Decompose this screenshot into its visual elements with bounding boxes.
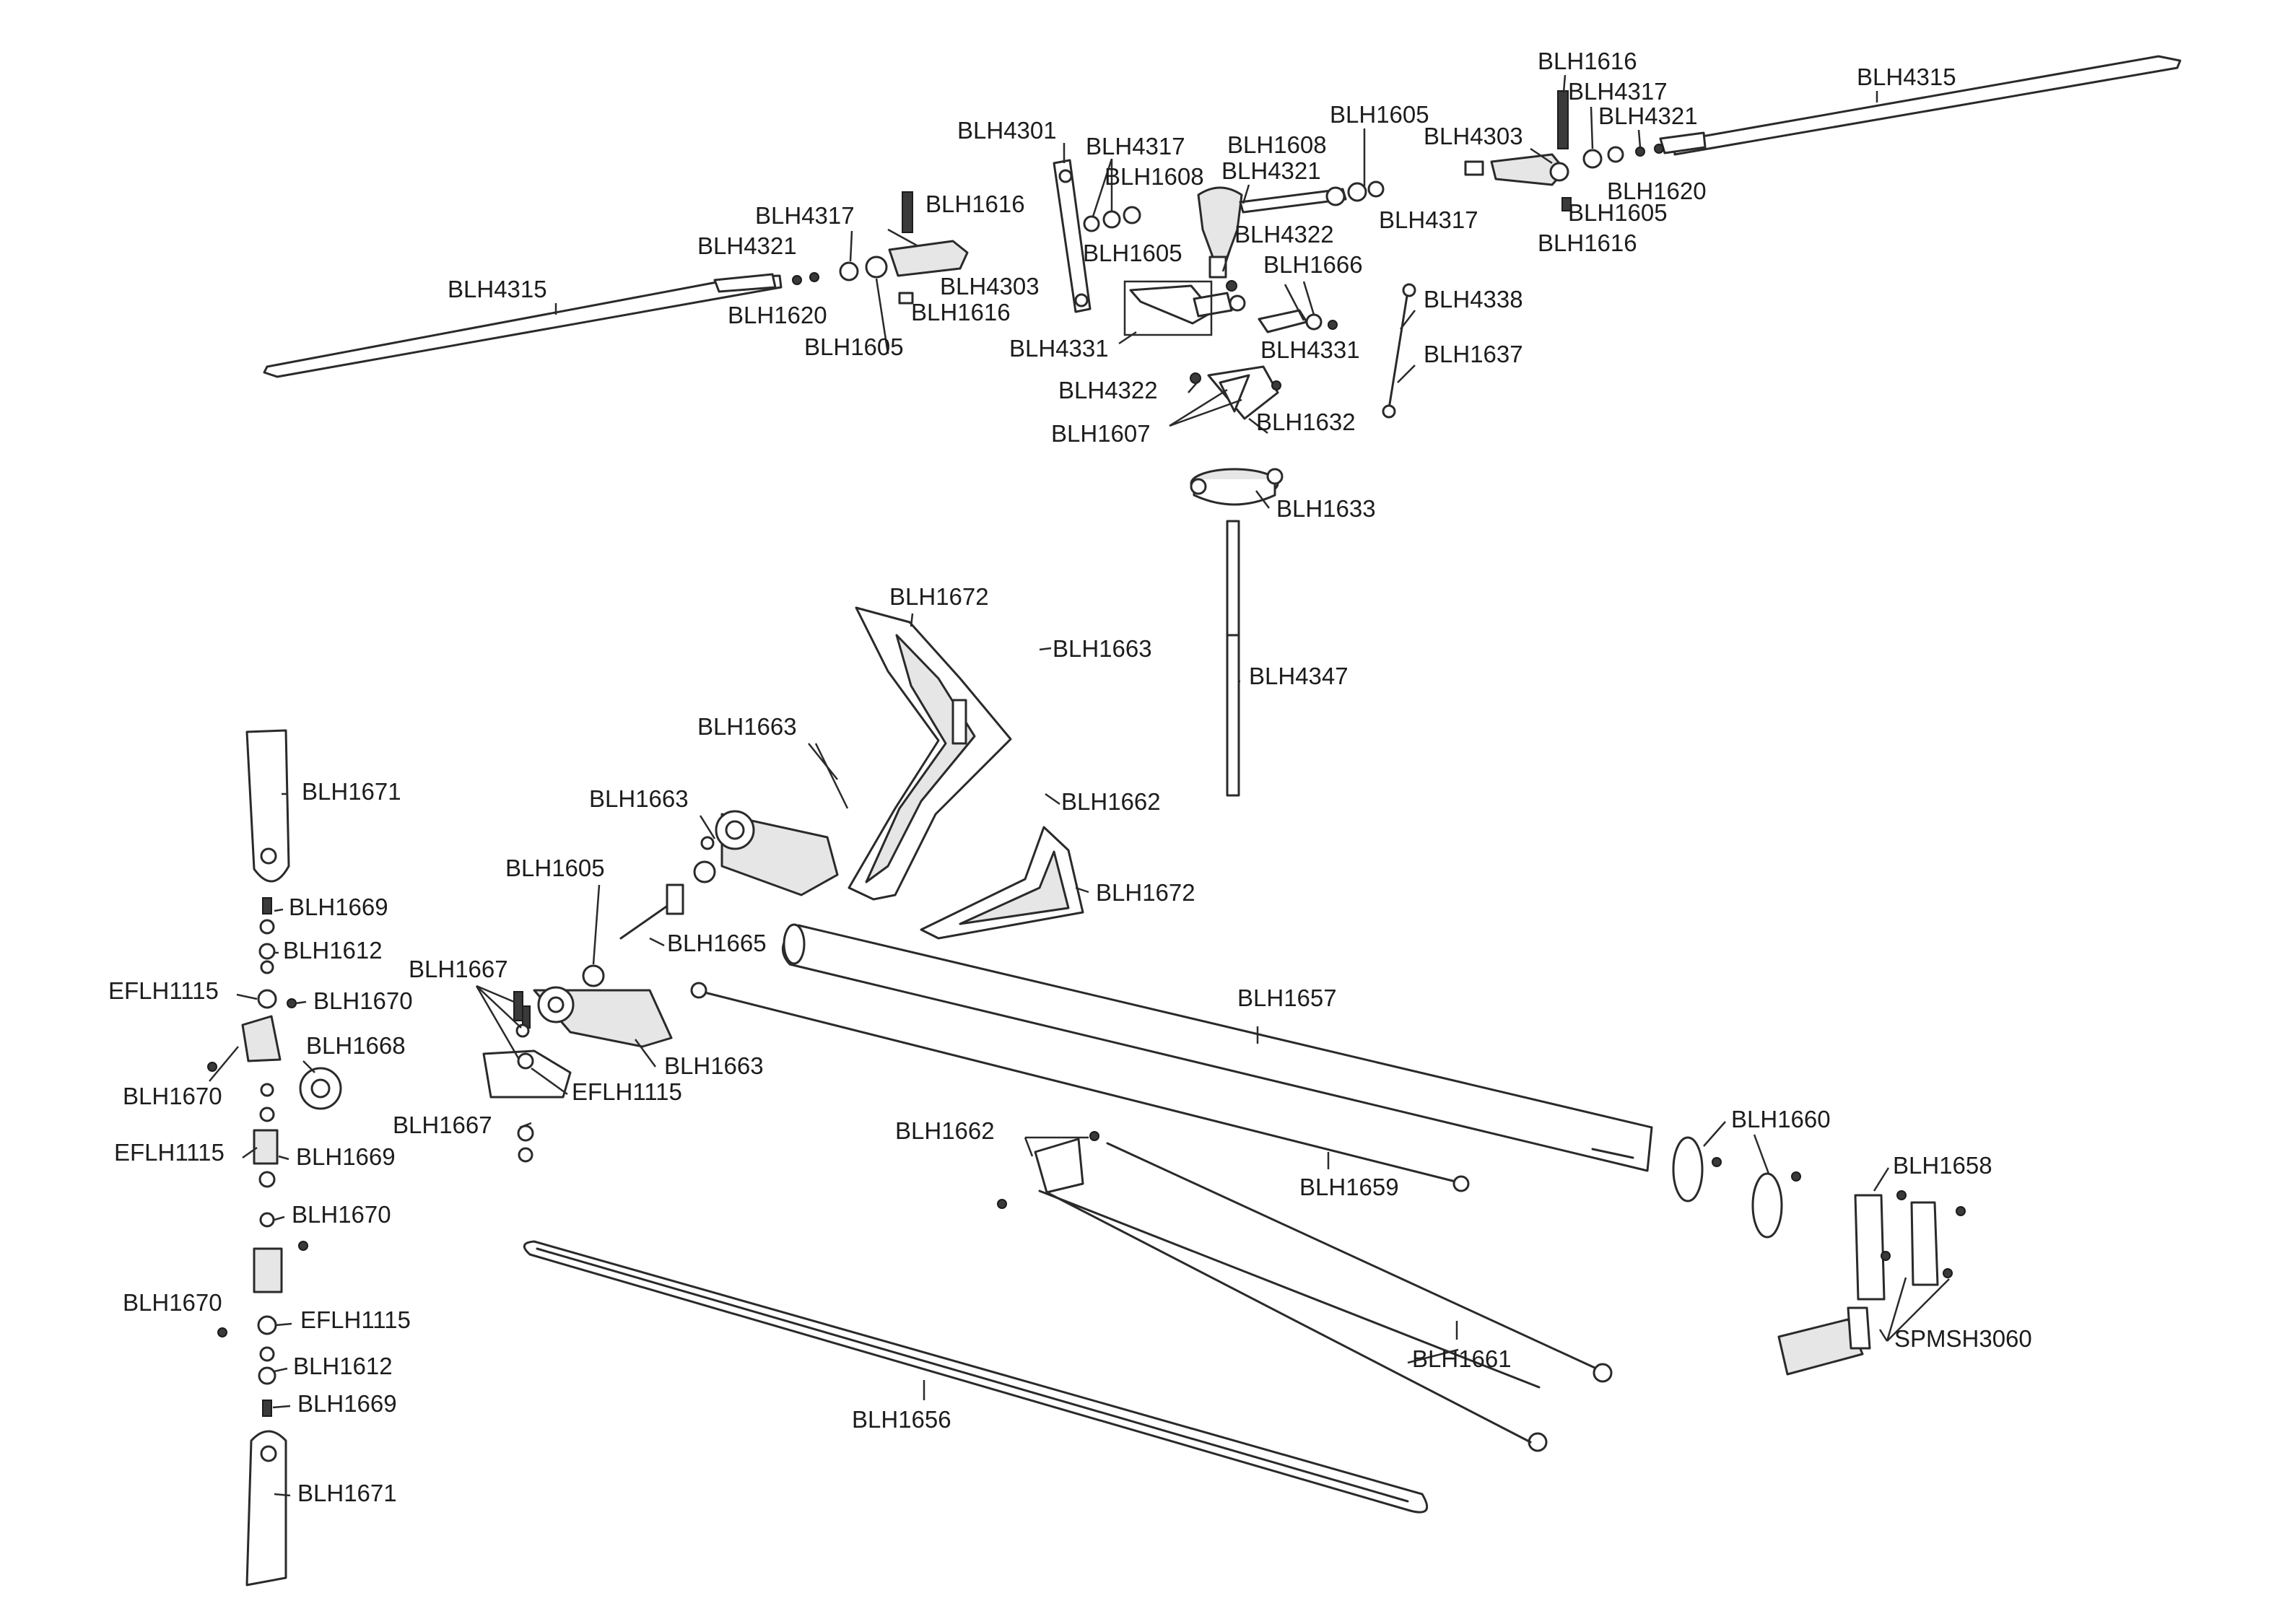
part-label-blh1605: BLH1605 xyxy=(804,333,904,360)
part-label-blh1605: BLH1605 xyxy=(1330,101,1429,128)
part-label-spmsh3060: SPMSH3060 xyxy=(1894,1325,2032,1352)
part-label-blh1620: BLH1620 xyxy=(1607,178,1707,204)
part-label-blh1671: BLH1671 xyxy=(302,778,401,805)
callout-leader-lines xyxy=(209,74,1950,1497)
part-label-blh1658: BLH1658 xyxy=(1893,1152,1992,1179)
part-label-blh1605: BLH1605 xyxy=(1083,240,1182,266)
part-label-blh1612: BLH1612 xyxy=(293,1353,393,1379)
part-label-blh1620: BLH1620 xyxy=(728,302,827,328)
main-rotor-blade-right xyxy=(1659,55,2182,156)
part-label-blh1668: BLH1668 xyxy=(306,1032,406,1059)
part-label-blh1667: BLH1667 xyxy=(393,1112,492,1138)
part-label-blh4315: BLH4315 xyxy=(448,276,547,302)
part-label-blh1670: BLH1670 xyxy=(123,1083,222,1109)
part-label-blh1616: BLH1616 xyxy=(1538,48,1637,74)
part-label-blh4317: BLH4317 xyxy=(1086,133,1185,160)
part-label-blh1616: BLH1616 xyxy=(925,191,1025,217)
part-label-blh4321: BLH4321 xyxy=(1221,157,1321,184)
part-label-blh1669: BLH1669 xyxy=(297,1390,397,1417)
part-label-blh4317: BLH4317 xyxy=(1568,78,1668,105)
part-label-blh1666: BLH1666 xyxy=(1263,251,1363,278)
part-label-blh4321: BLH4321 xyxy=(1598,102,1698,129)
tail-control-rod-long xyxy=(690,982,1470,1192)
part-label-blh1665: BLH1665 xyxy=(667,930,767,956)
part-label-blh1662: BLH1662 xyxy=(895,1117,995,1144)
servo-mounts xyxy=(1672,1136,1966,1376)
part-label-blh1662: BLH1662 xyxy=(1061,788,1161,815)
tail-rotor-hub-stack xyxy=(207,897,342,1417)
vertical-fin-large xyxy=(848,606,1012,901)
part-label-blh1667: BLH1667 xyxy=(409,956,508,982)
part-label-eflh1115: EFLH1115 xyxy=(300,1306,411,1333)
part-label-blh1670: BLH1670 xyxy=(292,1201,391,1228)
part-label-blh1663: BLH1663 xyxy=(1053,635,1152,662)
part-label-blh1656: BLH1656 xyxy=(852,1406,951,1433)
part-label-blh4322: BLH4322 xyxy=(1234,221,1334,248)
part-label-blh1663: BLH1663 xyxy=(589,785,689,812)
part-label-blh1607: BLH1607 xyxy=(1051,420,1151,447)
part-label-blh1612: BLH1612 xyxy=(283,937,383,964)
part-label-blh1669: BLH1669 xyxy=(289,894,388,920)
part-label-blh1671: BLH1671 xyxy=(297,1480,397,1506)
tail-rotor-blade-upper xyxy=(245,729,290,883)
part-label-blh1657: BLH1657 xyxy=(1237,985,1337,1011)
part-label-blh4301: BLH4301 xyxy=(957,117,1057,144)
part-label-blh1670: BLH1670 xyxy=(123,1289,222,1316)
part-label-blh1672: BLH1672 xyxy=(1096,879,1195,906)
part-label-blh1670: BLH1670 xyxy=(313,987,413,1014)
tail-rotor-blade-lower xyxy=(245,1430,287,1586)
part-label-blh1663: BLH1663 xyxy=(664,1052,764,1079)
part-label-blh4303: BLH4303 xyxy=(1424,123,1523,149)
part-label-blh4331: BLH4331 xyxy=(1009,335,1109,362)
part-label-eflh1115: EFLH1115 xyxy=(114,1139,225,1166)
part-label-blh4331: BLH4331 xyxy=(1260,336,1360,363)
part-label-blh1605: BLH1605 xyxy=(1568,199,1668,226)
main-rotor-blade-left xyxy=(263,273,783,378)
part-label-blh1637: BLH1637 xyxy=(1424,341,1523,367)
part-label-blh1660: BLH1660 xyxy=(1731,1106,1831,1132)
part-label-blh4347: BLH4347 xyxy=(1249,663,1349,689)
part-label-blh1663: BLH1663 xyxy=(697,713,797,740)
part-label-blh1616: BLH1616 xyxy=(1538,230,1637,256)
part-label-blh4322: BLH4322 xyxy=(1058,377,1158,403)
vertical-fin-small xyxy=(920,826,1084,940)
part-label-eflh1115: EFLH1115 xyxy=(108,977,219,1004)
tail-boom xyxy=(782,923,1653,1172)
part-label-blh1616: BLH1616 xyxy=(911,299,1011,326)
part-label-blh4317: BLH4317 xyxy=(1379,206,1478,233)
part-label-blh1608: BLH1608 xyxy=(1105,163,1204,190)
part-label-blh1661: BLH1661 xyxy=(1412,1345,1512,1372)
part-label-eflh1115: EFLH1115 xyxy=(572,1078,682,1105)
tail-case-rear xyxy=(482,986,673,1163)
part-label-blh4317: BLH4317 xyxy=(755,202,855,229)
part-label-blh1672: BLH1672 xyxy=(889,583,989,610)
tail-drive-belt xyxy=(523,1240,1429,1514)
part-label-blh4321: BLH4321 xyxy=(697,232,797,259)
part-label-blh1605: BLH1605 xyxy=(505,855,605,881)
part-label-blh1608: BLH1608 xyxy=(1227,131,1327,158)
part-label-blh1633: BLH1633 xyxy=(1276,495,1376,522)
part-label-blh1632: BLH1632 xyxy=(1256,409,1356,435)
part-label-blh4303: BLH4303 xyxy=(940,273,1040,300)
tail-case-front xyxy=(582,810,839,987)
part-label-blh4315: BLH4315 xyxy=(1857,64,1956,90)
part-label-blh1659: BLH1659 xyxy=(1299,1174,1399,1200)
part-label-blh1669: BLH1669 xyxy=(296,1143,396,1170)
part-label-blh4338: BLH4338 xyxy=(1424,286,1523,313)
tail-boom-supports xyxy=(997,1131,1613,1452)
